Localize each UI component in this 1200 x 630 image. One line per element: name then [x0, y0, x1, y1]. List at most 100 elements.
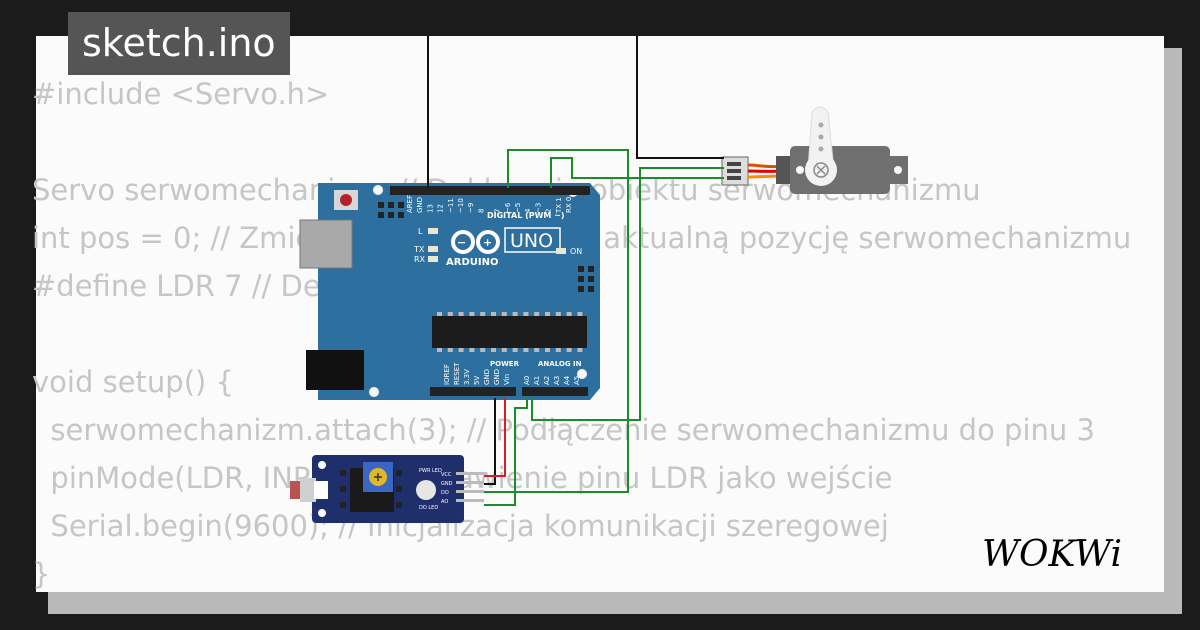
digital-pin-label: 8 [477, 209, 485, 213]
board-model: UNO [510, 230, 553, 252]
rx-label: RX [414, 255, 426, 264]
chip-pin [555, 312, 561, 316]
wokwi-logo: WOKWi [978, 526, 1150, 578]
chip-pin [545, 348, 550, 352]
power-pin-label: RESET [453, 362, 461, 385]
chip-pin [577, 312, 583, 316]
power-jack [306, 350, 364, 390]
chip-pin [534, 348, 540, 352]
chip-pin [501, 312, 507, 316]
power-header [430, 387, 516, 396]
svg-text:−: − [457, 236, 466, 249]
ldr-pin-label: GND [441, 481, 453, 487]
analog-pin-label: A0 [523, 376, 531, 385]
servo-motor[interactable] [721, 106, 908, 194]
chip-pin [491, 312, 496, 316]
code-line: #include <Servo.h> [32, 77, 330, 111]
chip-pin [566, 348, 572, 352]
digital-pin-label: 7 [494, 209, 502, 213]
svg-text:+: + [483, 236, 492, 249]
analog-pin-label: A1 [533, 376, 541, 385]
chip-pin [545, 312, 550, 316]
wire-ldr-vcc [484, 398, 506, 477]
digital-pin-label: ~5 [514, 203, 522, 213]
digital-pin-label: RX 0 [565, 197, 573, 213]
analog-label: ANALOG IN [538, 360, 582, 368]
chip-pin [437, 312, 442, 316]
wire-ldr-ao [484, 398, 528, 506]
chip-pin [469, 348, 475, 352]
digital-pin-label: ~10 [457, 198, 465, 213]
wires [427, 36, 724, 506]
chip-pin [469, 312, 475, 316]
chip-pin [437, 348, 442, 352]
wokwi-logo-text: WOKWi [982, 534, 1122, 575]
chip-pin [577, 348, 583, 352]
power-pin-label: Vin [503, 374, 511, 385]
ldr-pin-label: DO [441, 490, 449, 496]
analog-pin-label: A3 [553, 376, 561, 385]
code-line: void setup() { [32, 365, 234, 399]
digital-pin-label: ~11 [447, 198, 455, 213]
chip-pin [447, 312, 453, 316]
power-pin-label: 5V [473, 376, 481, 385]
digital-pin-label: 4 [524, 208, 532, 213]
chip-pin [523, 312, 529, 316]
digital-pin-label: ~6 [504, 202, 512, 213]
ldr-sensor-module[interactable]: PWR LED DO LED VCC GND DO AO [290, 455, 484, 523]
chip-pin [480, 312, 486, 316]
chip-pin [523, 348, 529, 352]
digital-pin-label: TX 1 [555, 197, 563, 214]
ldr-pin-label: AO [441, 499, 448, 505]
digital-pin-label: GND [416, 197, 424, 213]
wire-ldr-do [484, 149, 629, 493]
wire-servo-gnd [636, 36, 724, 159]
wire-ldr-gnd [484, 398, 496, 485]
analog-pin-label: A5 [573, 376, 581, 385]
chip-pin [491, 348, 496, 352]
digital-pin-label: ~9 [467, 203, 475, 213]
chip-pin [555, 348, 561, 352]
digital-pin-label: 2 [545, 209, 553, 213]
sketch-title-tag: sketch.ino [68, 12, 290, 75]
code-line: } [32, 557, 51, 591]
chip-pin [512, 312, 518, 316]
chip-pin [447, 348, 453, 352]
analog-header [522, 387, 588, 396]
chip-pin [512, 348, 518, 352]
chip-pin [501, 348, 507, 352]
board-brand: ARDUINO [446, 257, 498, 268]
ldr-pin-label: VCC [441, 472, 452, 478]
wire-servo-signal [550, 157, 724, 188]
digital-pin-label: AREF [406, 195, 414, 213]
tx-label: TX [413, 245, 425, 254]
arduino-logo [451, 230, 500, 254]
power-pin-label: 3.3V [463, 369, 471, 385]
chip-pin [534, 312, 540, 316]
power-pin-label: GND [493, 369, 501, 385]
do-led-label: DO LED [419, 505, 438, 511]
chip-pin [458, 348, 464, 352]
power-pin-label: GND [483, 369, 491, 385]
analog-pin-label: A2 [543, 376, 551, 385]
chip-pin [480, 348, 486, 352]
power-pin-label: IOREF [443, 364, 451, 385]
wire-servo-power [531, 167, 724, 421]
usb-port [299, 219, 353, 269]
digital-pin-label: 13 [426, 204, 434, 213]
on-label: ON [570, 247, 582, 256]
chip-pin [566, 312, 572, 316]
code-line: serwomechanizm.attach(3); // Podłączenie… [32, 413, 1095, 447]
atmega-chip [432, 316, 587, 348]
l-label: L [418, 227, 423, 236]
digital-header [390, 186, 590, 195]
digital-pin-label: ~3 [534, 203, 542, 213]
digital-label: DIGITAL (PWM ~) [487, 211, 565, 220]
digital-pin-label: 12 [437, 204, 445, 213]
chip-pin [458, 312, 464, 316]
power-label: POWER [490, 360, 520, 368]
pwr-led-label: PWR LED [419, 468, 442, 474]
analog-pin-label: A4 [563, 375, 571, 385]
